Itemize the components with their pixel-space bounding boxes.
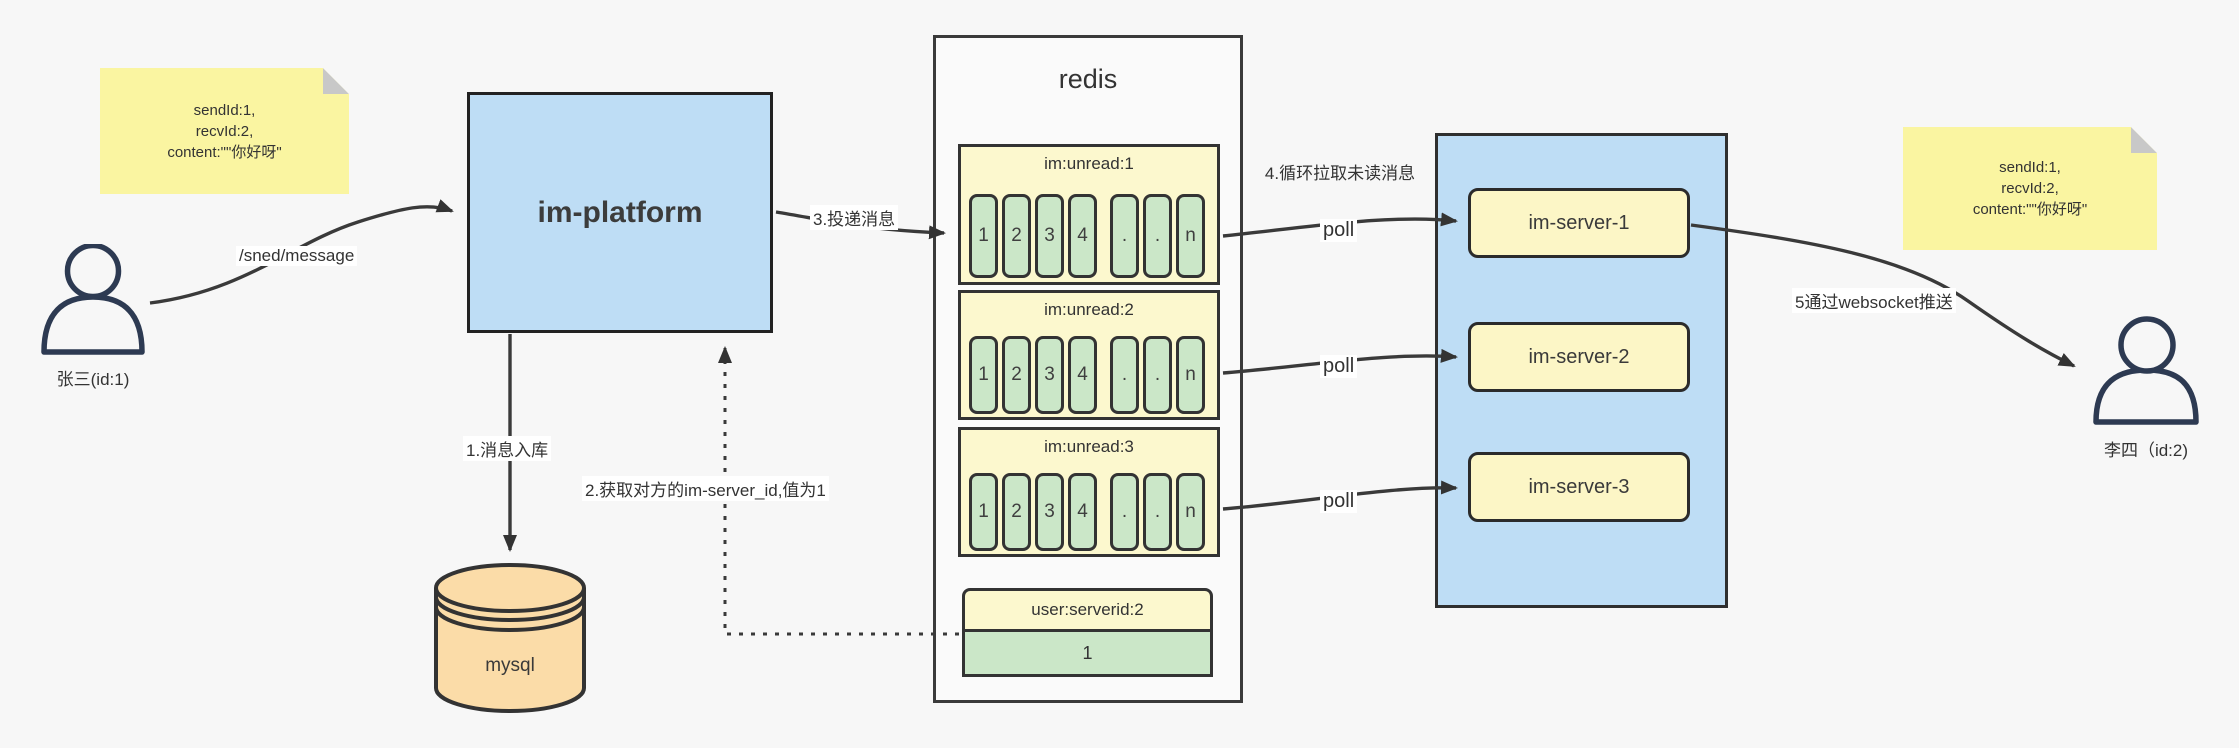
queue-cell: 3	[1035, 473, 1064, 551]
redis-title: redis	[1058, 64, 1118, 94]
queue-cell: 2	[1002, 336, 1031, 414]
person-icon	[41, 244, 145, 355]
im-server-2-box: im-server-2	[1468, 322, 1690, 392]
queue-im-unread-1: im:unread:1 1 2 3 4 . . n	[958, 144, 1220, 285]
queue-cell: 3	[1035, 336, 1064, 414]
note-line: recvId:2,	[2001, 180, 2059, 197]
kv-value: 1	[962, 632, 1213, 677]
queue-title: im:unread:2	[1044, 300, 1134, 319]
person-icon	[2093, 316, 2199, 425]
kv-key: user:serverid:2	[962, 588, 1213, 632]
note-line: sendId:1,	[193, 101, 256, 119]
queue-title: im:unread:1	[1044, 154, 1134, 173]
queue-cell: .	[1143, 194, 1172, 278]
im-platform-box: im-platform	[467, 92, 773, 333]
queue-cell: 3	[1035, 194, 1064, 278]
queue-cell: .	[1110, 336, 1139, 414]
note-line: sendId:1,	[1999, 159, 2061, 176]
sticky-note-left: sendId:1, recvId:2, content:""你好呀"	[100, 68, 349, 194]
sticky-note-right: sendId:1, recvId:2, content:""你好呀"	[1903, 127, 2157, 250]
im-server-3-box: im-server-3	[1468, 452, 1690, 522]
queue-cell: 1	[969, 473, 998, 551]
label-step3: 3.投递消息	[810, 205, 899, 230]
kv-user-serverid: user:serverid:2 1	[962, 588, 1213, 677]
queue-im-unread-2: im:unread:2 1 2 3 4 . . n	[958, 290, 1220, 420]
queue-cell: .	[1110, 194, 1139, 278]
mysql-database-icon	[434, 563, 586, 713]
im-platform-title: im-platform	[537, 195, 703, 229]
queue-cell: .	[1143, 336, 1172, 414]
label-poll-1: poll	[1320, 219, 1358, 242]
queue-cell: n	[1176, 336, 1205, 414]
label-poll-3: poll	[1320, 490, 1358, 513]
label-step1: 1.消息入库	[463, 436, 552, 461]
mysql-label: mysql	[485, 655, 535, 676]
label-step4: 4.循环拉取未读消息	[1264, 164, 1416, 183]
queue-cell: .	[1143, 473, 1172, 551]
note-line: recvId:2,	[195, 122, 254, 140]
queue-cell: 1	[969, 336, 998, 414]
queue-cell: 1	[969, 194, 998, 278]
note-line: content:""你好呀"	[1972, 201, 2088, 218]
queue-im-unread-3: im:unread:3 1 2 3 4 . . n	[958, 427, 1220, 557]
queue-cell: 4	[1068, 473, 1097, 551]
label-step5: 5通过websocket推送	[1792, 288, 1956, 313]
im-server-1-box: im-server-1	[1468, 188, 1690, 258]
queue-cell: .	[1110, 473, 1139, 551]
sender-label: 张三(id:1)	[56, 370, 130, 389]
receiver-label: 李四（id:2)	[2103, 441, 2189, 460]
queue-title: im:unread:3	[1044, 437, 1134, 456]
note-line: content:""你好呀"	[167, 143, 282, 161]
queue-cell: 4	[1068, 336, 1097, 414]
label-poll-2: poll	[1320, 355, 1358, 378]
queue-cell: 4	[1068, 194, 1097, 278]
queue-cell: n	[1176, 473, 1205, 551]
queue-cell: 2	[1002, 194, 1031, 278]
label-send-api: /sned/message	[236, 246, 358, 266]
label-step2: 2.获取对方的im-server_id,值为1	[582, 476, 829, 501]
queue-cell: n	[1176, 194, 1205, 278]
queue-cell: 2	[1002, 473, 1031, 551]
